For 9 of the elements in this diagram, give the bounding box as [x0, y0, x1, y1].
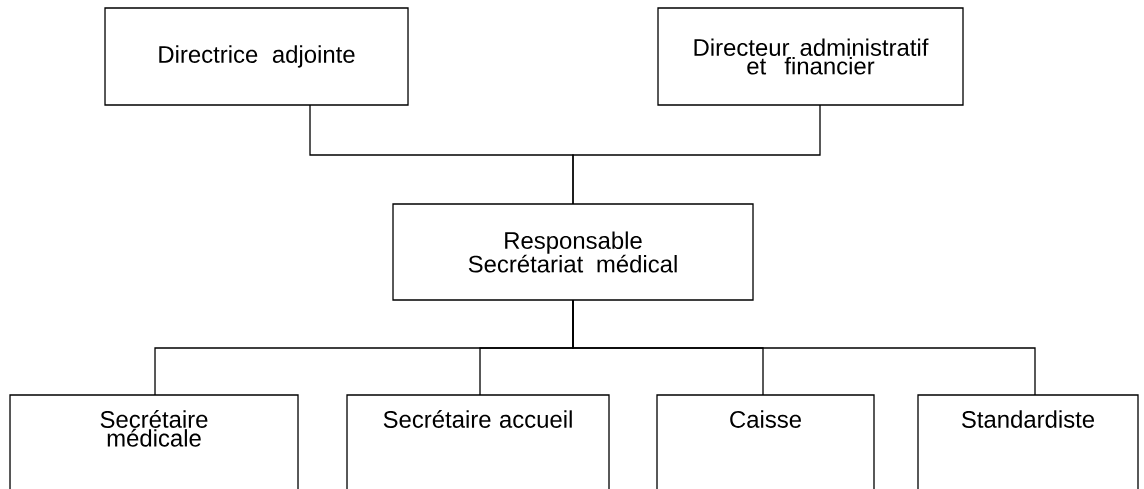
org-box: Caisse	[656, 394, 875, 489]
org-box: Directrice adjointe	[104, 7, 409, 106]
connector-line	[572, 104, 821, 205]
org-box: Secrétaire médicale	[9, 394, 299, 489]
org-box: Secrétaire accueil	[346, 394, 610, 489]
connector-line	[572, 299, 1036, 396]
org-box: Standardiste	[917, 394, 1139, 489]
org-box: Directeur administratif et financier	[657, 7, 964, 106]
org-box: Responsable Secrétariat médical	[392, 203, 754, 301]
